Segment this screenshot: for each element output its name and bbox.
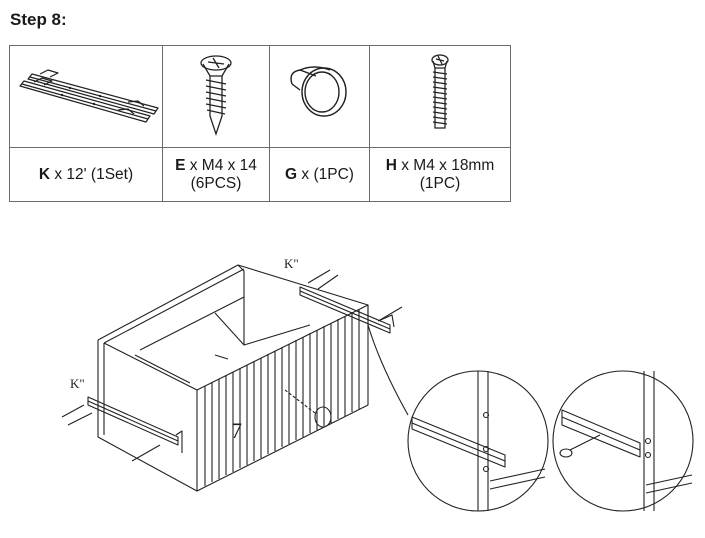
part-g-label: G x (1PC)	[269, 147, 370, 202]
part-code: G	[285, 165, 298, 183]
part-qty: (1PC)	[419, 174, 461, 192]
wood-screw-icon	[200, 55, 232, 137]
parts-table: K x 12' (1Set) E x M4 x 14 (6PCS) G x (1…	[9, 45, 511, 202]
part-spec: x M4 x 14	[185, 156, 257, 174]
part-spec: x M4 x 18mm	[396, 156, 495, 174]
parts-icon-row	[9, 45, 511, 148]
part-k-label: K x 12' (1Set)	[9, 147, 163, 202]
screws	[61, 269, 403, 462]
right-slide-rail	[299, 286, 395, 334]
part-spec: x (1PC)	[297, 165, 354, 183]
part-h-label: H x M4 x 18mm (1PC)	[369, 147, 511, 202]
drawer-slide-rails-icon	[19, 69, 159, 123]
label-k-left: K"	[70, 376, 85, 391]
detail-circle-left	[367, 324, 549, 512]
part-e-label: E x M4 x 14 (6PCS)	[162, 147, 270, 202]
part-spec: x 12' (1Set)	[50, 165, 134, 183]
machine-screw-icon	[431, 54, 449, 129]
step-title: Step 8:	[10, 10, 67, 29]
left-slide-rail	[87, 396, 183, 453]
knob-on-drawer	[284, 389, 332, 428]
part-g-icon-cell	[269, 45, 370, 148]
part-e-icon-cell	[162, 45, 270, 148]
panel-number: 7	[231, 418, 242, 443]
detail-circle-right	[552, 370, 694, 512]
part-code: E	[175, 156, 186, 174]
part-qty: (6PCS)	[190, 174, 242, 192]
knob-icon	[290, 66, 347, 117]
part-code: K	[38, 165, 51, 183]
assembly-illustration: K" K" 7	[61, 256, 694, 512]
part-code: H	[385, 156, 397, 174]
label-k-right: K"	[284, 256, 299, 271]
part-h-icon-cell	[369, 45, 511, 148]
front-panel-grooves	[204, 309, 360, 486]
part-k-icon-cell	[9, 45, 163, 148]
parts-label-row: K x 12' (1Set) E x M4 x 14 (6PCS) G x (1…	[9, 147, 511, 202]
